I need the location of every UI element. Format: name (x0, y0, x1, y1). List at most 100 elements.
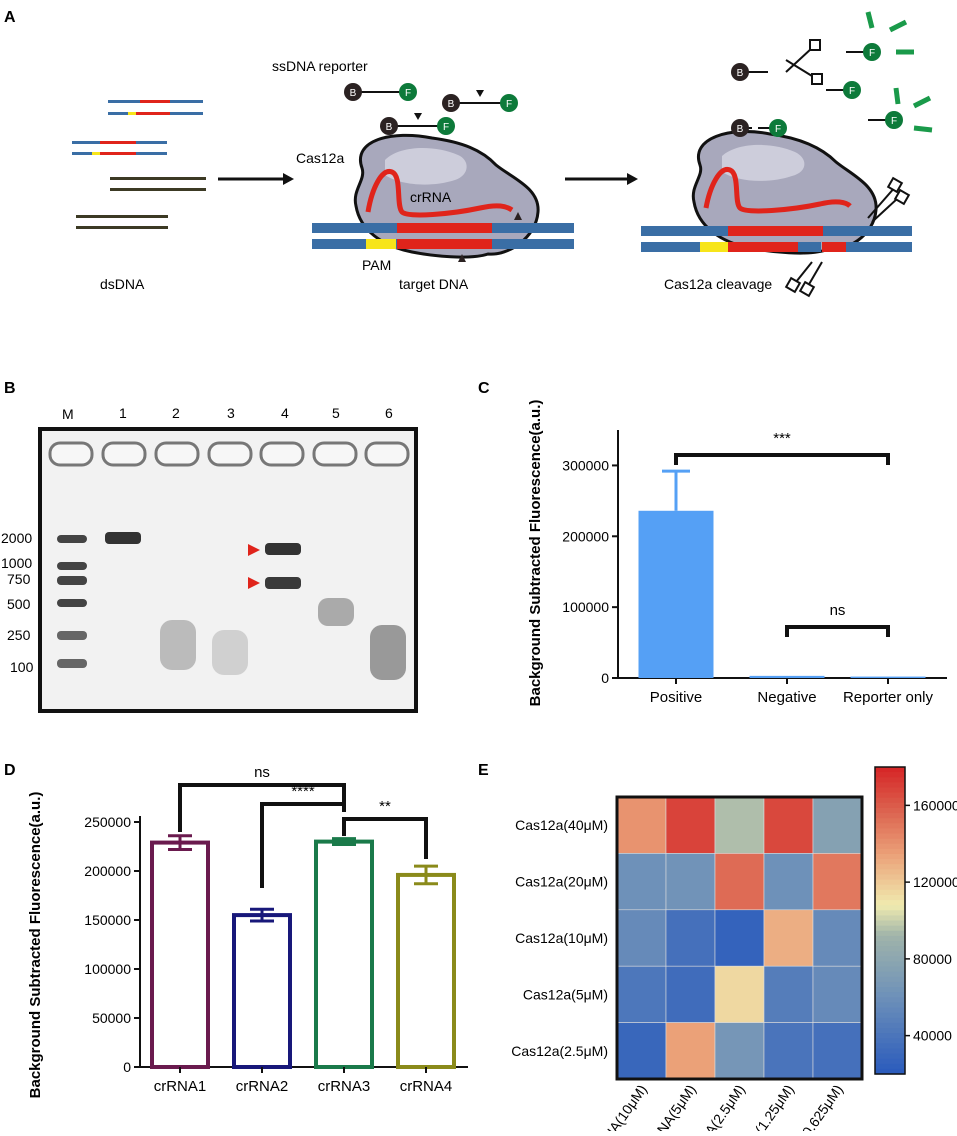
x-tick-label: crRNA3 (318, 1078, 371, 1095)
svg-text:100: 100 (10, 659, 34, 675)
heatmap-cell (763, 909, 814, 967)
heatmap-cell (812, 965, 863, 1023)
quencher-icon (344, 83, 362, 101)
heatmap-cell (616, 965, 667, 1023)
svg-text:6: 6 (385, 405, 393, 421)
fluorophore-icon (885, 111, 903, 129)
fluorophore-icon (769, 119, 787, 137)
crrna-label: crRNA (410, 189, 452, 205)
heatmap-cell (665, 796, 716, 854)
colorbar-segment (875, 915, 905, 922)
dsdna-target-segment (100, 152, 136, 155)
svg-text:F: F (775, 124, 781, 135)
y-tick-label: 200000 (562, 528, 609, 544)
y-tick-label: 300000 (562, 457, 609, 473)
colorbar-segment (875, 813, 905, 819)
y-tick-label: 100000 (84, 961, 131, 977)
arrow-2 (565, 173, 638, 185)
colorbar-segment (875, 879, 905, 886)
colorbar-segment (875, 997, 905, 1003)
significance-label: *** (773, 430, 791, 447)
quencher-icon (380, 117, 398, 135)
gel-marker-sizes: 2000 1000 750 500 250 100 (1, 530, 34, 675)
fluorophore-icon (843, 81, 861, 99)
heatmap-cell (665, 853, 716, 911)
y-tick-label: 0 (123, 1059, 131, 1075)
band-indicator-arrow (248, 544, 260, 556)
heatmap-column-label: crRNA(10μM) (588, 1082, 650, 1131)
heatmap-cell (763, 965, 814, 1023)
heatmap-cell (616, 1022, 667, 1080)
svg-text:B: B (386, 122, 393, 133)
heatmap-cell (616, 909, 667, 967)
chart-e: Cas12a(40μM)Cas12a(20μM)Cas12a(10μM)Cas1… (511, 766, 957, 1136)
colorbar-segment (875, 1022, 905, 1029)
band-lane-1 (105, 532, 141, 544)
gel-wells (48, 441, 410, 467)
band-indicator-arrow (248, 577, 260, 589)
colorbar-segment (875, 792, 905, 799)
bar (150, 840, 210, 1070)
colorbar-segment (875, 1033, 905, 1039)
heatmap-cell (665, 965, 716, 1023)
x-tick-label: Positive (650, 689, 703, 706)
colorbar-segment (875, 1017, 905, 1024)
scissors-icon (784, 261, 823, 298)
fluorescence-glow (865, 11, 933, 133)
smear-lane-5 (318, 598, 354, 626)
smear-lane-6 (370, 625, 406, 680)
bar (314, 839, 374, 1069)
y-tick-label: 50000 (92, 1010, 131, 1026)
colorbar-tick-label: 80000 (913, 951, 952, 967)
colorbar-segment (875, 828, 905, 835)
dsdna-pam-segment (128, 112, 136, 115)
heatmap-cell (665, 1022, 716, 1080)
dsdna-target-segment (140, 100, 170, 103)
cleaved-reporters: B F F F B F (731, 11, 933, 137)
heatmap-cell (812, 1022, 863, 1080)
svg-text:3: 3 (227, 405, 235, 421)
svg-text:B: B (737, 124, 744, 135)
bar (850, 676, 926, 678)
svg-text:1000: 1000 (1, 555, 32, 571)
dsdna-target-segment (135, 112, 170, 115)
heatmap-cell (763, 853, 814, 911)
svg-text:F: F (506, 99, 512, 110)
svg-text:4: 4 (281, 405, 289, 421)
pam-segment (366, 239, 396, 249)
crrna-strand (365, 169, 514, 218)
dsdna-group (72, 100, 206, 229)
bar (638, 510, 714, 678)
colorbar-segment (875, 981, 905, 988)
significance-bracket (342, 817, 428, 859)
significance-label: ns (830, 602, 846, 619)
heatmap-row-label: Cas12a(20μM) (515, 874, 608, 890)
colorbar-tick-label: 160000 (913, 797, 957, 813)
heatmap-cell (763, 1022, 814, 1080)
heatmap-cell (763, 796, 814, 854)
quencher-icon (442, 94, 460, 112)
svg-text:F: F (405, 88, 411, 99)
heatmap-cell (812, 796, 863, 854)
svg-text:250: 250 (7, 627, 31, 643)
bar (232, 913, 292, 1069)
significance-label: ns (254, 764, 270, 781)
heatmap-cell (616, 853, 667, 911)
x-tick-label: crRNA2 (236, 1078, 289, 1095)
colorbar-segment (875, 1012, 905, 1019)
colorbar-segment (875, 971, 905, 978)
reporter-label: ssDNA reporter (272, 58, 368, 74)
svg-text:F: F (443, 122, 449, 133)
svg-text:F: F (891, 116, 897, 127)
colorbar-segment (875, 772, 905, 778)
heatmap-cell (714, 853, 765, 911)
y-tick-label: 0 (601, 670, 609, 686)
cleavage-label: Cas12a cleavage (664, 276, 772, 292)
colorbar-segment (875, 787, 905, 794)
svg-text:B: B (448, 99, 455, 110)
gel-image (38, 427, 418, 713)
colorbar-segment (875, 777, 905, 783)
chart-d: 050000100000150000200000250000Background… (27, 764, 468, 1098)
cas12a-label: Cas12a (296, 150, 344, 166)
heatmap-row-label: Cas12a(2.5μM) (511, 1043, 608, 1059)
